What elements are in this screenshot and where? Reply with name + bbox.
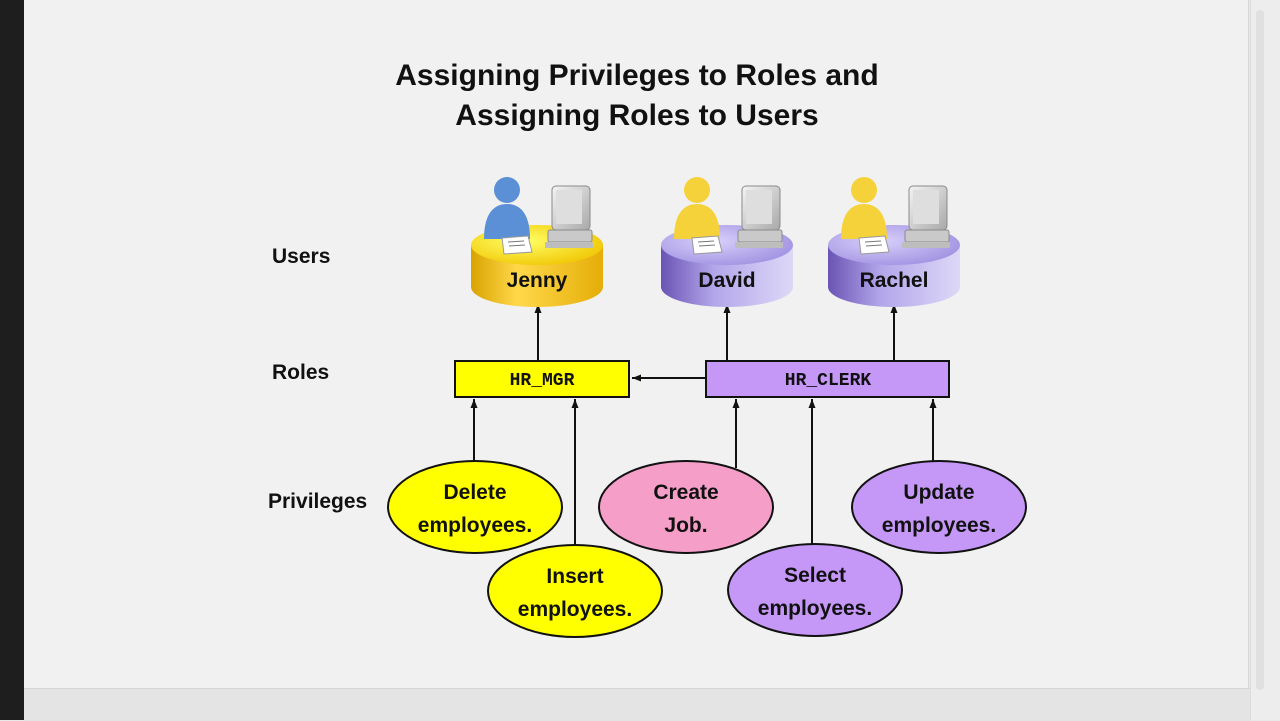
- privilege-line2: employees.: [758, 597, 872, 620]
- title-line-2: Assigning Roles to Users: [455, 99, 819, 132]
- user-jenny: Jenny: [471, 177, 603, 307]
- privilege-line2: Job.: [664, 514, 707, 537]
- title-line-1: Assigning Privileges to Roles and: [395, 59, 879, 92]
- person-icon: [684, 177, 710, 203]
- role-label-hr-mgr: HR_MGR: [510, 371, 575, 391]
- privilege-update-employees: Update employees.: [851, 460, 1027, 554]
- privilege-line2: employees.: [882, 514, 996, 537]
- connector-lines: [470, 304, 937, 548]
- privilege-select-employees: Select employees.: [727, 543, 903, 637]
- role-hr-mgr: HR_MGR: [454, 360, 630, 398]
- privilege-line1: Update: [903, 481, 974, 504]
- user-name-david: David: [698, 269, 755, 292]
- user-name-jenny: Jenny: [507, 269, 568, 292]
- privilege-ellipse: [598, 460, 774, 554]
- role-box-hr-mgr: [454, 360, 630, 398]
- scrollbar-thumb[interactable]: [1256, 10, 1264, 690]
- right-scroll-track[interactable]: [1250, 0, 1280, 720]
- left-window-edge: [0, 0, 24, 720]
- role-hr-clerk: HR_CLERK: [705, 360, 950, 398]
- user-rachel: Rachel: [828, 177, 960, 307]
- privilege-line1: Select: [784, 564, 846, 587]
- role-label-hr-clerk: HR_CLERK: [785, 371, 872, 391]
- privilege-insert-employees: Insert employees.: [487, 544, 663, 638]
- privileges-row-label: Privileges: [268, 490, 368, 513]
- privilege-create-job: Create Job.: [598, 460, 774, 554]
- privilege-line1: Insert: [546, 565, 603, 588]
- roles-row-label: Roles: [272, 361, 330, 384]
- privilege-ellipse: [387, 460, 563, 554]
- person-icon: [851, 177, 877, 203]
- person-icon: [494, 177, 520, 203]
- privilege-ellipse: [487, 544, 663, 638]
- users-row-label: Users: [272, 245, 331, 268]
- privilege-line1: Create: [653, 481, 718, 504]
- privilege-delete-employees: Delete employees.: [387, 460, 563, 554]
- privilege-line2: employees.: [518, 598, 632, 621]
- user-name-rachel: Rachel: [860, 269, 929, 292]
- privilege-line2: employees.: [418, 514, 532, 537]
- role-box-hr-clerk: [705, 360, 950, 398]
- privilege-line1: Delete: [443, 481, 506, 504]
- privilege-ellipse: [851, 460, 1027, 554]
- slide-title: Assigning Privileges to Roles and Assign…: [24, 56, 1250, 136]
- privilege-ellipse: [727, 543, 903, 637]
- user-david: David: [661, 177, 793, 307]
- bottom-strip: [24, 688, 1250, 721]
